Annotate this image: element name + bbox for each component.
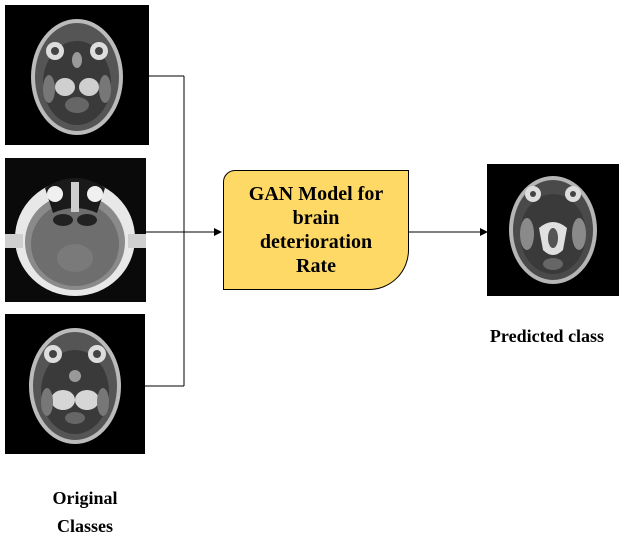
original-scan-2 xyxy=(5,158,146,302)
original-scan-1 xyxy=(5,5,149,145)
original-classes-caption: Original Classes xyxy=(52,488,118,536)
mri-axial-scan-t2-icon xyxy=(29,328,121,444)
predicted-scan xyxy=(487,164,619,296)
original-scan-3 xyxy=(5,314,145,454)
gan-model-box: GAN Model for brain deterioration Rate xyxy=(223,170,409,290)
mri-axial-scan-flair-icon xyxy=(5,158,146,302)
mri-axial-scan-t2-icon xyxy=(31,19,123,135)
predicted-class-caption: Predicted class xyxy=(489,326,605,346)
mri-axial-scan-t2-icon xyxy=(509,176,597,284)
